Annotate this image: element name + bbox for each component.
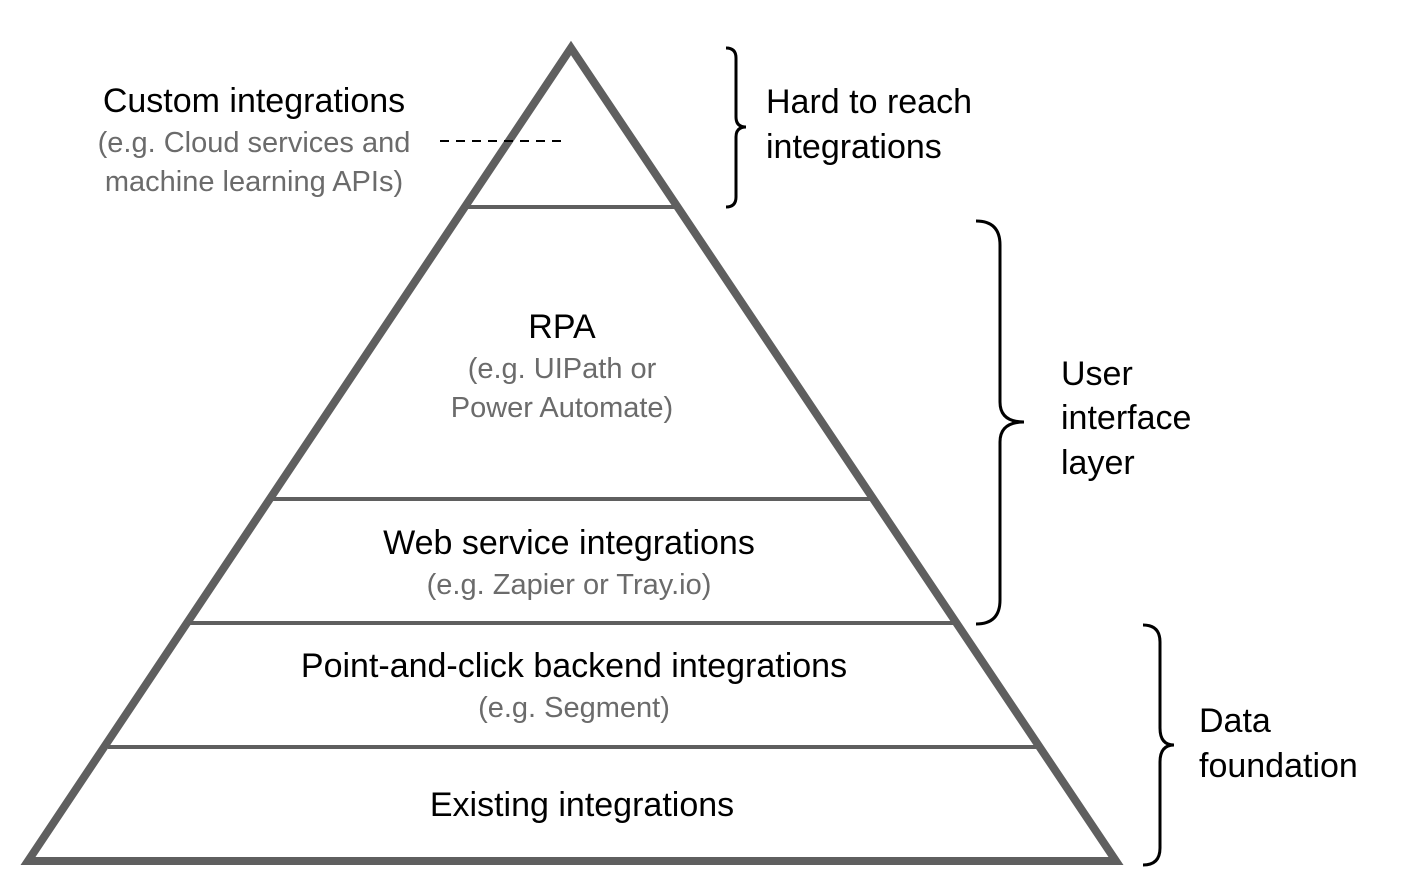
tier-point-and-click-subtitle: (e.g. Segment): [478, 692, 670, 724]
group-data-foundation-line2: foundation: [1199, 747, 1358, 785]
tier-custom-title: Custom integrations: [103, 82, 405, 120]
group-user-interface-line3: layer: [1061, 444, 1135, 482]
tier-web-service-title: Web service integrations: [383, 524, 755, 562]
tier-rpa-subtitle-line1: (e.g. UIPath or: [468, 353, 657, 385]
group-user-interface-line2: interface: [1061, 399, 1191, 437]
tier-point-and-click-title: Point-and-click backend integrations: [301, 647, 847, 685]
tier-web-service-subtitle: (e.g. Zapier or Tray.io): [427, 569, 712, 601]
pyramid-outline: [20, 40, 1124, 865]
tier-custom-subtitle-line1: (e.g. Cloud services and: [98, 127, 411, 159]
brace-data-foundation: [1142, 623, 1175, 867]
group-data-foundation-line1: Data: [1199, 702, 1271, 740]
tier-rpa-subtitle-line2: Power Automate): [451, 392, 673, 424]
group-hard-to-reach-line2: integrations: [766, 128, 942, 166]
tier-rpa-title: RPA: [528, 308, 596, 346]
brace-user-interface-layer: [975, 219, 1025, 626]
brace-hard-to-reach: [725, 46, 747, 209]
tier-custom-subtitle-line2: machine learning APIs): [105, 166, 403, 198]
group-hard-to-reach-line1: Hard to reach: [766, 83, 972, 121]
group-user-interface-line1: User: [1061, 355, 1133, 393]
tier-existing-title: Existing integrations: [430, 786, 734, 824]
